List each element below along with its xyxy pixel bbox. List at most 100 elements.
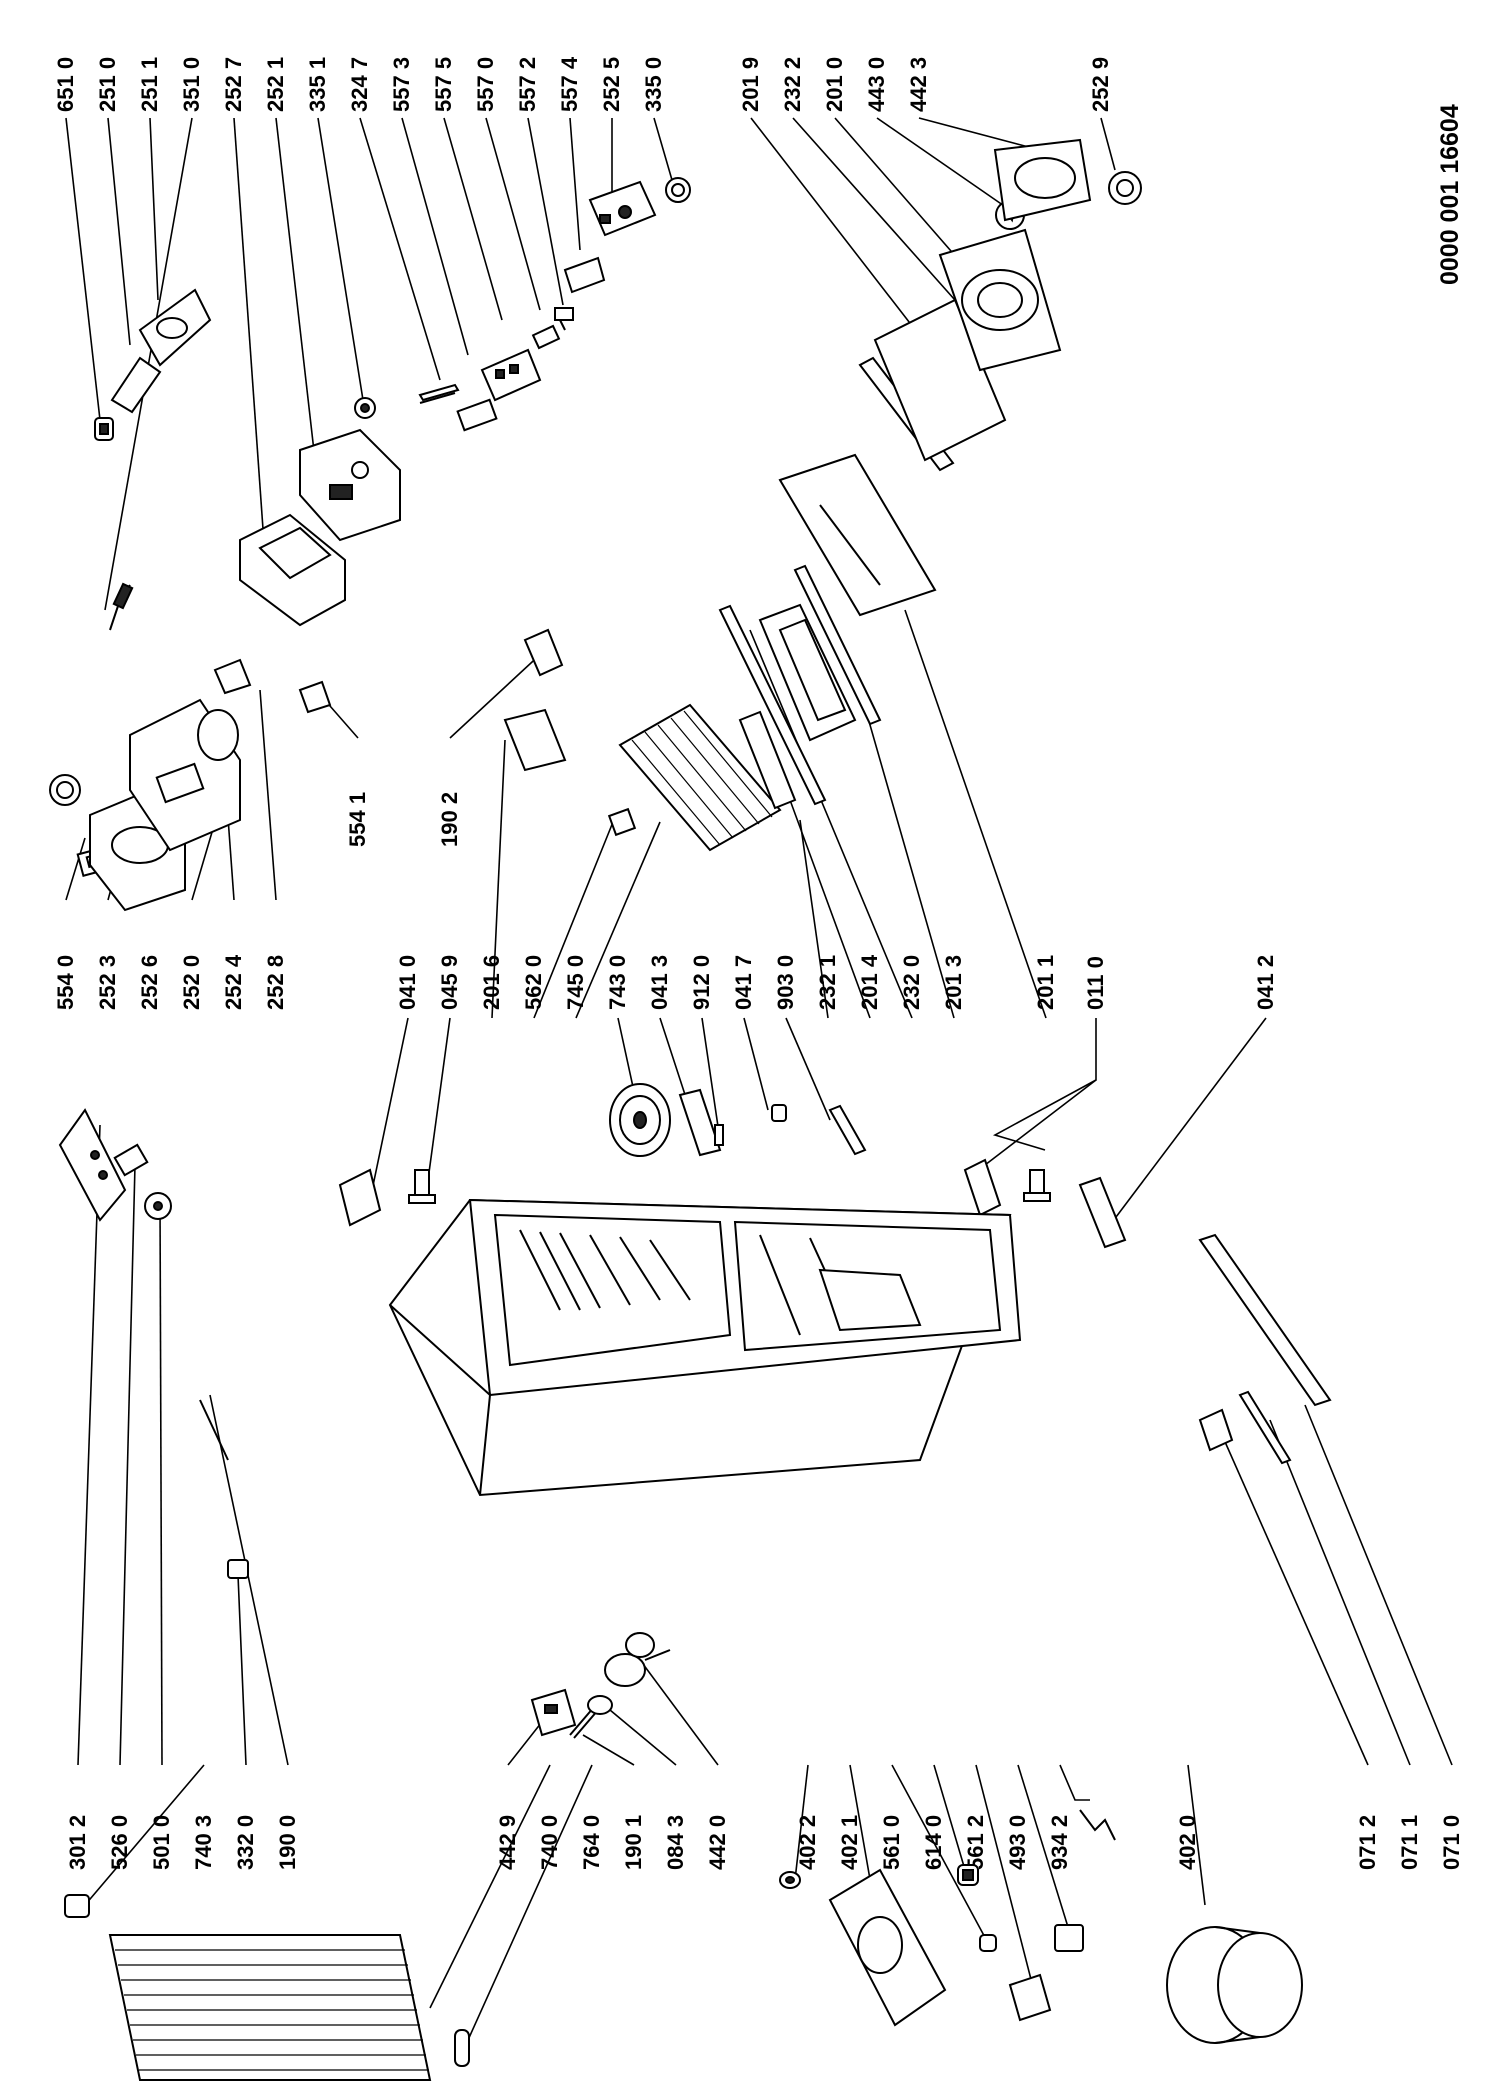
part-232-1-handle — [738, 710, 797, 810]
part-label-251-0: 251 0 — [95, 57, 120, 112]
part-084-3-ring — [587, 1695, 613, 1715]
part-442-9-box — [530, 1688, 577, 1737]
part-label-045-9: 045 9 — [437, 955, 462, 1010]
part-label-332-0: 332 0 — [233, 1815, 258, 1870]
part-041-3-bracket — [678, 1088, 722, 1157]
part-label-561-0: 561 0 — [879, 1815, 904, 1870]
part-label-232-1: 232 1 — [815, 955, 840, 1010]
part-label-402-0: 402 0 — [1175, 1815, 1200, 1870]
part-label-351-0: 351 0 — [179, 57, 204, 112]
part-label-071-2: 071 2 — [1355, 1815, 1380, 1870]
part-557-3-bezel — [456, 398, 498, 432]
part-071-1-strip — [1238, 1390, 1292, 1465]
part-illustrations — [49, 138, 1332, 2081]
part-label-252-7: 252 7 — [221, 57, 246, 112]
part-740-0-condenser — [108, 1934, 432, 2081]
part-label-557-3: 557 3 — [389, 57, 414, 112]
part-label-740-0: 740 0 — [537, 1815, 562, 1870]
part-label-493-0: 493 0 — [1005, 1815, 1030, 1870]
part-740-3-drain — [64, 1894, 90, 1918]
part-label-232-0: 232 0 — [899, 955, 924, 1010]
part-label-232-2: 232 2 — [780, 57, 805, 112]
part-label-071-1: 071 1 — [1397, 1815, 1422, 1870]
part-label-934-2: 934 2 — [1047, 1815, 1072, 1870]
part-252-8-clip — [213, 658, 252, 695]
part-label-084-3: 084 3 — [663, 1815, 688, 1870]
part-493-0-capacitor — [1054, 1924, 1084, 1952]
part-554-0-knob — [49, 774, 81, 806]
part-190-0-wire — [199, 1399, 229, 1461]
part-label-912-0: 912 0 — [689, 955, 714, 1010]
part-041-2-hinge — [1078, 1176, 1127, 1249]
part-label-561-2: 561 2 — [963, 1815, 988, 1870]
part-335-1-knob — [354, 397, 376, 419]
part-label-252-6: 252 6 — [137, 955, 162, 1010]
part-402-1-tray — [828, 1868, 947, 2027]
part-label-201-3: 201 3 — [941, 955, 966, 1010]
part-045-9-pin — [408, 1169, 436, 1204]
part-label-041-2: 041 2 — [1253, 955, 1278, 1010]
part-label-745-0: 745 0 — [563, 955, 588, 1010]
part-label-301-2: 301 2 — [65, 1815, 90, 1870]
part-232-2-plate — [873, 298, 1007, 462]
part-label-190-2: 190 2 — [437, 792, 462, 847]
part-402-2-grommet — [779, 1871, 801, 1889]
part-252-9-sensor — [1108, 171, 1142, 205]
part-label-740-3: 740 3 — [191, 1815, 216, 1870]
part-label-071-0: 071 0 — [1439, 1815, 1464, 1870]
part-501-0-connector — [144, 1192, 172, 1220]
part-label-201-9: 201 9 — [738, 57, 763, 112]
part-label-335-1: 335 1 — [305, 57, 330, 112]
part-label-764-0: 764 0 — [579, 1815, 604, 1870]
part-label-190-1: 190 1 — [621, 1815, 646, 1870]
part-071-0-seal — [1198, 1233, 1332, 1407]
part-label-557-2: 557 2 — [515, 57, 540, 112]
part-743-0-fan — [609, 1083, 671, 1157]
part-201-1-cover-plate — [778, 453, 937, 617]
part-071-2-clip — [1198, 1408, 1234, 1452]
part-201-6-tray — [503, 708, 567, 772]
part-252-7-housing — [239, 513, 346, 627]
part-label-252-4: 252 4 — [221, 954, 246, 1010]
part-651-0-clip — [94, 417, 114, 441]
part-label-442-9: 442 9 — [495, 1815, 520, 1870]
part-252-4-gasket — [197, 709, 239, 761]
part-label-743-0: 743 0 — [605, 955, 630, 1010]
part-label-562-0: 562 0 — [521, 955, 546, 1010]
part-557-2-connector — [554, 307, 574, 331]
part-label-402-1: 402 1 — [837, 1815, 862, 1870]
part-041-7-clip — [771, 1104, 787, 1122]
part-label-252-9: 252 9 — [1088, 57, 1113, 112]
part-label-201-4: 201 4 — [857, 954, 882, 1010]
part-label-201-1: 201 1 — [1033, 955, 1058, 1010]
part-557-5-switch-panel — [480, 348, 542, 402]
part-label-554-0: 554 0 — [53, 955, 78, 1010]
part-label-324-7: 324 7 — [347, 57, 372, 112]
part-190-2-label — [523, 628, 564, 677]
part-201-4-strip — [718, 604, 827, 806]
part-label-252-0: 252 0 — [179, 955, 204, 1010]
part-label-443-0: 443 0 — [864, 57, 889, 112]
part-label-190-0: 190 0 — [275, 1815, 300, 1870]
part-label-011-0: 011 0 — [1083, 956, 1108, 1010]
part-label-041-3: 041 3 — [647, 955, 672, 1010]
part-label-651-0: 651 0 — [53, 57, 78, 112]
part-label-252-3: 252 3 — [95, 955, 120, 1010]
part-332-0-block — [227, 1559, 249, 1579]
part-526-0-relay — [113, 1143, 149, 1177]
part-label-442-3: 442 3 — [906, 57, 931, 112]
part-251-1-lamp-cover — [138, 288, 212, 367]
document-number: 0000 001 16604 — [1436, 104, 1464, 285]
part-011-0-hinge — [963, 1158, 1051, 1217]
part-label-501-0: 501 0 — [149, 1815, 174, 1870]
part-201-0-fan-cover — [938, 228, 1062, 372]
part-351-0-cable — [109, 582, 134, 631]
part-252-5-thermostat — [588, 180, 657, 237]
part-041-0-hinge — [338, 1168, 382, 1227]
part-764-0-dryer — [454, 2029, 470, 2067]
part-324-7-strip — [418, 383, 460, 404]
part-label-442-0: 442 0 — [705, 1815, 730, 1870]
part-614-0-plug — [957, 1864, 979, 1886]
part-252-1-control-box — [299, 428, 401, 542]
